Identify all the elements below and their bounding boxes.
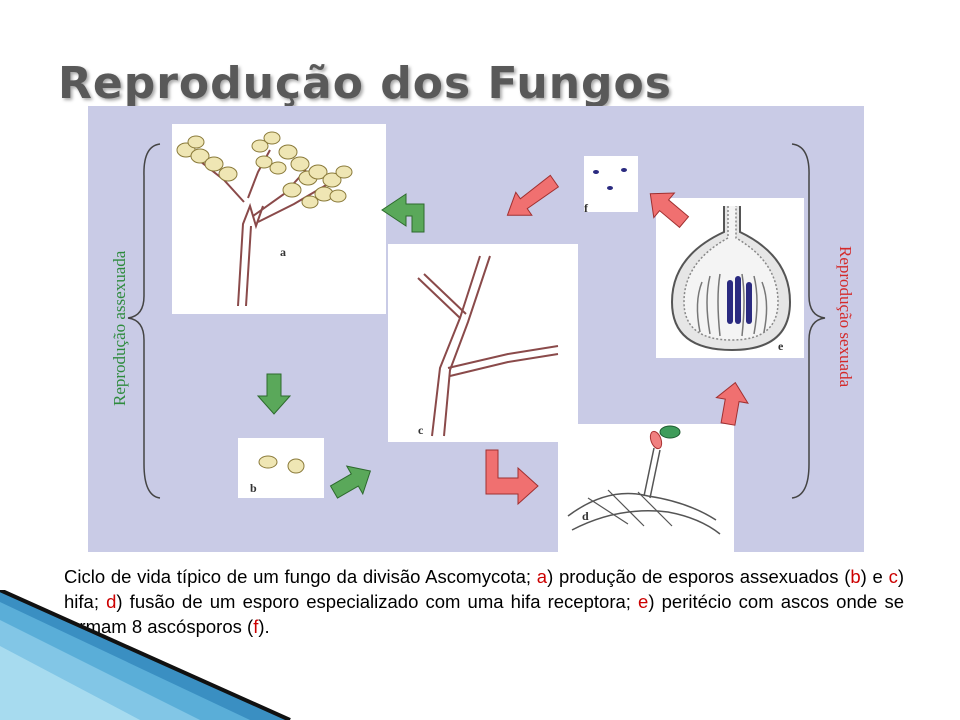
figure-caption: Ciclo de vida típico de um fungo da divi… [64,564,904,639]
caption-text-2: ) produção de esporos assexuados ( [547,566,851,587]
panel-d-letter: d [582,509,589,523]
arrow-c-to-d [485,449,539,506]
panel-f-letter: f [584,201,589,215]
arrow-e-to-f [649,192,690,229]
caption-letter-f: f [253,616,259,637]
corner-decoration [0,590,291,720]
panel-b-spores: b [238,438,324,498]
arrow-b-to-c [329,465,372,499]
panel-a-letter: a [280,245,286,259]
caption-letter-d: d [106,591,117,612]
slide-title: Reprodução dos Fungos [58,58,672,109]
caption-letter-b: b [850,566,861,587]
panel-d-fusion: d [558,424,734,552]
caption-text-4: ) hifa; [64,566,904,612]
sexual-label: Reprodução sexuada [836,246,855,388]
caption-letter-c: c [888,566,898,587]
caption-text-7: ). [258,616,270,637]
panel-a-conidiophore: a [172,124,386,314]
arrow-f-to-a [506,174,560,216]
caption-text-6: ) peritécio com ascos onde se formam 8 a… [64,591,904,637]
asexual-label: Reprodução assexuada [110,250,129,406]
panel-f-ascospores: f [584,156,638,215]
panel-e-letter: e [778,339,784,353]
arrow-a-to-b [256,373,292,415]
panel-b-letter: b [250,481,257,495]
asexual-bracket [127,143,161,499]
caption-text-5: ) fusão de um esporo especializado com u… [116,591,639,612]
sexual-bracket [791,143,826,499]
panel-c-letter: c [418,423,424,437]
arrow-d-to-e [715,381,749,426]
caption-text-1: Ciclo de vida típico de um fungo da divi… [64,566,537,587]
panel-c-hypha: c [388,244,578,442]
arrow-c-to-a [381,193,425,233]
caption-letter-a: a [536,566,548,587]
caption-text-3: ) e [860,566,889,587]
caption-letter-e: e [638,591,649,612]
life-cycle-figure: Reprodução assexuada Reprodução sexuada … [88,106,864,552]
